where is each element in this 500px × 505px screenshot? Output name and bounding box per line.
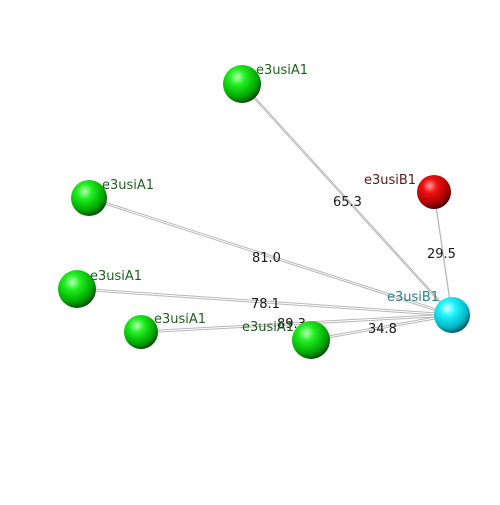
node-label: e3usiA1 — [90, 269, 142, 284]
node-sphere-green[interactable] — [223, 65, 261, 103]
edge-weight-label: 34.8 — [368, 322, 397, 337]
node-sphere-green[interactable] — [292, 321, 330, 359]
node-labels-layer: e3usiA1 e3usiA1 e3usiA1 e3usiA1 e3usiA1 e3usi… — [90, 63, 439, 335]
node-label: e3usiB1 — [387, 290, 439, 305]
edge-line-n5-cyan-b — [310, 315, 453, 342]
node-sphere-green[interactable] — [71, 180, 107, 216]
edges-layer — [76, 82, 453, 342]
edge-weight-label: 81.0 — [252, 251, 281, 266]
node-label: e3usiA1 — [102, 178, 154, 193]
node-sphere-red[interactable] — [417, 175, 451, 209]
edge-line-red-cyan-b — [433, 192, 453, 317]
edge-line-n1-cyan-b — [241, 84, 453, 317]
edge-line-n2-cyan-a — [88, 196, 453, 315]
edge-line-n1-cyan-a — [241, 82, 453, 315]
node-label: e3usiA1 — [154, 312, 206, 327]
node-label: e3usiB1 — [364, 173, 416, 188]
node-sphere-cyan[interactable] — [434, 297, 470, 333]
nodes-layer — [58, 65, 470, 359]
edge-line-n4-cyan-a — [140, 313, 453, 332]
node-label: e3usiA1 — [242, 320, 294, 335]
edge-weight-label: 78.1 — [251, 297, 280, 312]
edge-line-n5-cyan-a — [310, 313, 453, 340]
edge-weight-label: 65.3 — [333, 195, 362, 210]
node-sphere-green[interactable] — [58, 270, 96, 308]
edge-weight-label: 29.5 — [427, 247, 456, 262]
edge-line-n4-cyan-b — [140, 315, 453, 334]
node-label: e3usiA1 — [256, 63, 308, 78]
node-sphere-green[interactable] — [124, 315, 158, 349]
edge-line-n2-cyan-b — [88, 198, 453, 317]
edge-line-n3-cyan-b — [76, 289, 453, 317]
edge-line-n3-cyan-a — [76, 287, 453, 315]
